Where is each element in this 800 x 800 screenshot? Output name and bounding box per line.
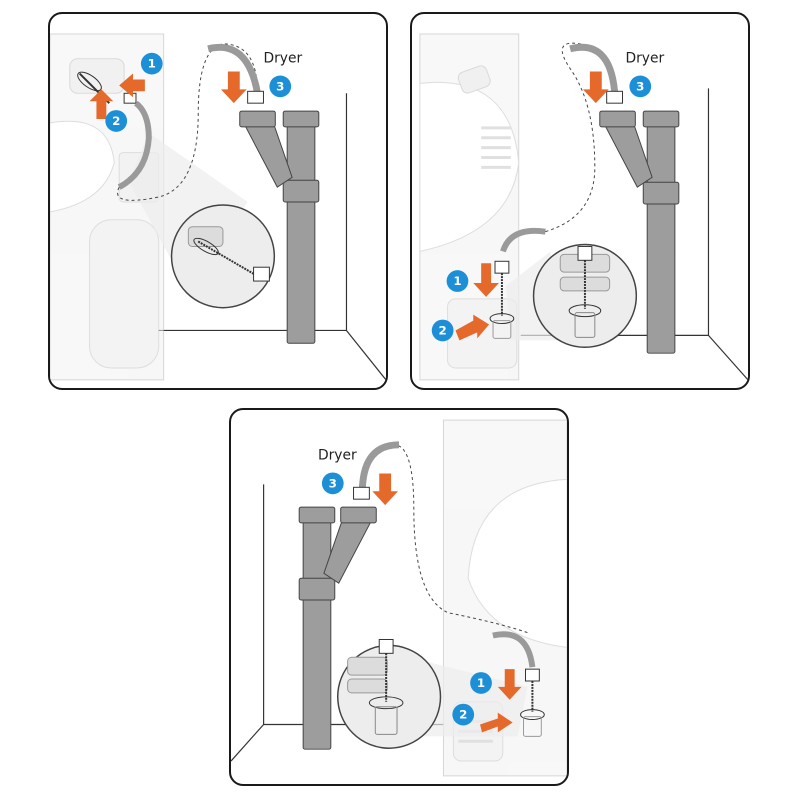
arrow-left-icon <box>119 73 145 98</box>
standpipe <box>298 506 377 750</box>
hose-route-dashed <box>117 43 259 201</box>
drain-hose <box>500 227 546 253</box>
step-badge-3: 3 <box>321 472 344 495</box>
floor-edge-line <box>231 724 265 762</box>
panel-1: 1 2 3 Dryer <box>48 12 388 390</box>
step-arrows <box>372 473 522 733</box>
arrow-down-icon <box>220 71 247 104</box>
arrow-down-icon <box>473 263 499 297</box>
dryer-hose <box>358 441 400 488</box>
step-badge-2: 2 <box>452 703 475 726</box>
panel-2-illustration: 1 2 3 Dryer <box>419 33 748 381</box>
step-badge-3: 3 <box>629 75 652 98</box>
arrow-right-icon <box>455 314 490 341</box>
arrow-right-icon <box>480 712 513 733</box>
drain-nozzle <box>520 668 545 737</box>
step-badge-2: 2 <box>431 319 454 342</box>
standpipe <box>599 110 680 354</box>
standpipe <box>239 110 320 344</box>
floor-edge-line <box>346 330 386 381</box>
step-badge-2: 2 <box>105 110 128 132</box>
svg-text:2: 2 <box>439 323 447 337</box>
dryer-label: Dryer <box>625 51 664 67</box>
step-arrows <box>455 71 609 341</box>
drain-hose <box>117 100 152 190</box>
arrow-down-icon <box>497 669 522 700</box>
svg-text:3: 3 <box>329 476 337 490</box>
zoom-detail-circle <box>336 639 442 749</box>
arrow-down-icon <box>582 71 609 104</box>
step-badge-1: 1 <box>446 270 469 292</box>
panel-2: 1 2 3 Dryer <box>410 12 750 390</box>
svg-text:1: 1 <box>477 676 485 690</box>
svg-text:2: 2 <box>459 708 467 722</box>
svg-text:1: 1 <box>453 274 461 288</box>
panel-3-illustration: 1 2 3 Dryer <box>231 419 567 777</box>
dryer-label: Dryer <box>318 448 357 464</box>
step-arrows <box>89 71 247 119</box>
zoom-cone <box>129 132 248 291</box>
dryer-hose-connector <box>353 486 370 500</box>
arrow-down-icon <box>372 473 399 506</box>
svg-text:1: 1 <box>148 57 156 71</box>
dryer-hose-connector <box>606 90 623 104</box>
zoom-detail-circle <box>170 204 276 309</box>
arrow-up-icon <box>89 89 114 119</box>
panel-3: 1 2 3 Dryer <box>229 408 569 786</box>
dryer-hose <box>207 43 261 94</box>
dryer-label: Dryer <box>263 51 302 67</box>
dryer-hose-connector <box>247 90 264 104</box>
svg-text:3: 3 <box>276 79 284 93</box>
step-badge-3: 3 <box>269 75 292 98</box>
drain-hose <box>492 631 536 668</box>
step-badge-1: 1 <box>140 52 163 75</box>
dryer-hose <box>569 43 619 92</box>
drain-nozzle <box>489 260 515 339</box>
hose-route-dashed <box>545 42 616 233</box>
panel-1-illustration: 1 2 3 Dryer <box>50 33 386 381</box>
floor-edge-line <box>708 335 748 381</box>
svg-text:2: 2 <box>112 114 120 128</box>
step-badge-1: 1 <box>470 672 492 694</box>
svg-text:3: 3 <box>636 79 644 93</box>
zoom-detail-circle <box>532 243 638 349</box>
